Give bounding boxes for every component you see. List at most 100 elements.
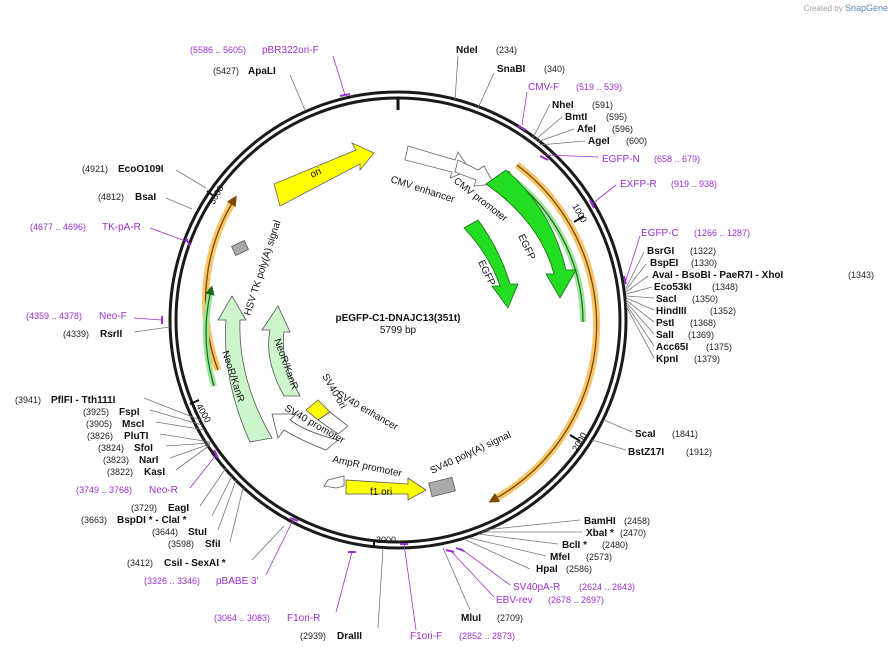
sv40-enhancer-arrow bbox=[317, 411, 349, 435]
svg-text:NarI: NarI bbox=[139, 455, 159, 466]
site-ndei[interactable]: NdeI (234) bbox=[454, 45, 517, 101]
svg-text:EGFP-N: EGFP-N bbox=[602, 154, 640, 165]
svg-text:MfeI: MfeI bbox=[550, 552, 570, 563]
svg-text:AvaI - BsoBI - PaeR7I - XhoI: AvaI - BsoBI - PaeR7I - XhoI bbox=[652, 270, 784, 281]
svg-text:(2939): (2939) bbox=[300, 631, 326, 641]
site-msci[interactable]: (3905) MscI bbox=[86, 419, 206, 431]
site-agei[interactable]: AgeI (600) bbox=[538, 136, 647, 147]
svg-text:EcoO109I: EcoO109I bbox=[118, 164, 164, 175]
site-stui[interactable]: (3644) StuI bbox=[152, 479, 237, 538]
f1-ori-arrow bbox=[345, 477, 427, 501]
site-kpni[interactable]: KpnI (1379) bbox=[625, 305, 720, 365]
site-afei[interactable]: AfeI (596) bbox=[536, 124, 633, 143]
site-acc65i[interactable]: Acc65I (1375) bbox=[625, 303, 732, 353]
primer-f1ori-f[interactable]: F1ori-F (2852 .. 2873) bbox=[400, 543, 515, 642]
site-nhei[interactable]: NheI (591) bbox=[532, 100, 613, 139]
site-bamhi[interactable]: BamHI (2458) bbox=[483, 516, 650, 531]
primer-pbr322ori-f[interactable]: (5586 .. 5605) pBR322ori-F bbox=[190, 45, 351, 97]
site-bspdi-clai[interactable]: (3663) BspDI * - ClaI * bbox=[81, 475, 233, 526]
site-pluti[interactable]: (3826) PluTI bbox=[87, 431, 211, 443]
tick-label-1000: 1000 bbox=[570, 202, 589, 224]
site-ecoo109i[interactable]: (4921) EcoO109I bbox=[82, 164, 207, 189]
site-nari[interactable]: (3823) NarI bbox=[103, 443, 211, 466]
site-avai-bsobi-paer7i-xhoi[interactable]: AvaI - BsoBI - PaeR7I - XhoI (1343) bbox=[625, 270, 874, 293]
svg-text:PstI: PstI bbox=[656, 318, 675, 329]
svg-text:pBR322ori-F: pBR322ori-F bbox=[262, 45, 319, 56]
site-bsrgi[interactable]: BsrGI (1322) bbox=[625, 246, 716, 289]
primer-f1ori-r[interactable]: (3064 .. 3083) F1ori-R bbox=[214, 551, 356, 624]
svg-text:(1350): (1350) bbox=[692, 294, 718, 304]
site-apali[interactable]: (5427) ApaLI bbox=[213, 66, 306, 111]
plasmid-name: pEGFP-C1-DNAJC13(351t) bbox=[335, 313, 460, 324]
svg-text:BsrGI: BsrGI bbox=[647, 246, 674, 257]
hsv-tk-label: HSV TK poly(A) signal bbox=[242, 219, 283, 317]
sv40-polya-box bbox=[428, 476, 456, 498]
svg-text:(1266 .. 1287): (1266 .. 1287) bbox=[694, 228, 750, 238]
svg-text:(2709): (2709) bbox=[497, 613, 523, 623]
site-scai[interactable]: ScaI (1841) bbox=[603, 419, 698, 440]
site-rsrii[interactable]: (4339) RsrII bbox=[63, 326, 171, 340]
primer-pbabe-3[interactable]: (3326 .. 3346) pBABE 3' bbox=[144, 517, 299, 587]
primer-egfp-c[interactable]: EGFP-C (1266 .. 1287) bbox=[623, 228, 750, 285]
sv40-polya-label: SV40 poly(A) signal bbox=[429, 430, 513, 477]
svg-text:CsiI - SexAI *: CsiI - SexAI * bbox=[164, 558, 226, 569]
primer-neo-r[interactable]: (3749 .. 3768) Neo-R bbox=[76, 449, 219, 496]
svg-text:(1841): (1841) bbox=[672, 429, 698, 439]
tick-3000: 3000 bbox=[373, 535, 396, 548]
site-saci[interactable]: SacI (1350) bbox=[625, 294, 718, 305]
site-psti[interactable]: PstI (1368) bbox=[625, 299, 716, 329]
svg-text:PflFI - Tth111I: PflFI - Tth111I bbox=[51, 395, 116, 406]
site-eagi[interactable]: (3729) EagI bbox=[131, 467, 227, 514]
svg-text:EBV-rev: EBV-rev bbox=[496, 595, 533, 606]
site-kasi[interactable]: (3822) KasI bbox=[107, 444, 211, 478]
ampr-promoter-arrow bbox=[323, 475, 345, 489]
svg-text:ApaLI: ApaLI bbox=[248, 66, 276, 77]
svg-text:pBABE 3': pBABE 3' bbox=[216, 576, 259, 587]
primer-egfp-n[interactable]: EGFP-N (658 .. 679) bbox=[539, 154, 700, 165]
svg-text:(4812): (4812) bbox=[98, 192, 124, 202]
site-csii-sexai[interactable]: (3412) CsiI - SexAI * bbox=[127, 525, 285, 569]
site-sfii[interactable]: (3598) SfiI bbox=[168, 487, 244, 550]
primer-ebv-rev[interactable]: EBV-rev (2678 .. 2697) bbox=[445, 549, 604, 606]
primer-sv40pa-r[interactable]: SV40pA-R (2624 .. 2643) bbox=[455, 547, 635, 593]
svg-text:(2624 .. 2643): (2624 .. 2643) bbox=[579, 582, 635, 592]
primer-neo-f[interactable]: (4359 .. 4378) Neo-F bbox=[26, 311, 163, 324]
svg-text:(4677 .. 4696): (4677 .. 4696) bbox=[30, 222, 86, 232]
primer-cmv-f[interactable]: CMV-F (519 .. 539) bbox=[517, 82, 622, 131]
site-fspi[interactable]: (3925) FspI bbox=[83, 407, 203, 426]
site-eco53ki[interactable]: Eco53kI (1348) bbox=[625, 282, 738, 295]
site-pflfi-tth111i[interactable]: (3941) PflFI - Tth111I bbox=[15, 395, 201, 421]
svg-text:EagI: EagI bbox=[168, 503, 189, 514]
site-draiii[interactable]: (2939) DraIII bbox=[300, 547, 384, 642]
site-bcli[interactable]: BclI * (2480) bbox=[477, 533, 628, 551]
site-mlui[interactable]: MluI (2709) bbox=[442, 547, 523, 624]
svg-text:AgeI: AgeI bbox=[588, 136, 610, 147]
svg-text:(1369): (1369) bbox=[688, 330, 714, 340]
site-mfei[interactable]: MfeI (2573) bbox=[469, 537, 612, 563]
snapgene-credit: Created by SnapGene bbox=[804, 3, 888, 13]
site-sfoi[interactable]: (3824) SfoI bbox=[98, 442, 211, 454]
plasmid-size: 5799 bp bbox=[380, 325, 417, 336]
site-xbai[interactable]: XbaI * (2470) bbox=[481, 528, 646, 539]
svg-text:MscI: MscI bbox=[122, 419, 144, 430]
svg-text:ScaI: ScaI bbox=[635, 429, 656, 440]
site-bstz17i[interactable]: BstZ17I (1912) bbox=[591, 439, 712, 458]
svg-text:(3598): (3598) bbox=[168, 539, 194, 549]
site-hpai[interactable]: HpaI (2586) bbox=[465, 539, 592, 575]
svg-text:StuI: StuI bbox=[188, 527, 207, 538]
svg-text:BspDI * - ClaI *: BspDI * - ClaI * bbox=[117, 515, 187, 526]
svg-text:(596): (596) bbox=[612, 124, 633, 134]
svg-text:SacI: SacI bbox=[656, 294, 677, 305]
svg-text:(3644): (3644) bbox=[152, 527, 178, 537]
primer-exfp-r[interactable]: EXFP-R (919 .. 938) bbox=[589, 179, 717, 209]
svg-text:(3412): (3412) bbox=[127, 558, 153, 568]
site-bspei[interactable]: BspEI (1330) bbox=[625, 258, 717, 291]
site-bmti[interactable]: BmtI (595) bbox=[534, 112, 627, 141]
svg-text:(3729): (3729) bbox=[131, 503, 157, 513]
site-hindiii[interactable]: HindIII (1352) bbox=[625, 297, 736, 317]
site-bsai[interactable]: (4812) BsaI bbox=[98, 192, 193, 210]
site-snabi[interactable]: SnaBI (340) bbox=[477, 64, 565, 109]
primer-tk-pa-r[interactable]: (4677 .. 4696) TK-pA-R bbox=[30, 222, 191, 247]
site-sali[interactable]: SalI (1369) bbox=[625, 301, 714, 341]
